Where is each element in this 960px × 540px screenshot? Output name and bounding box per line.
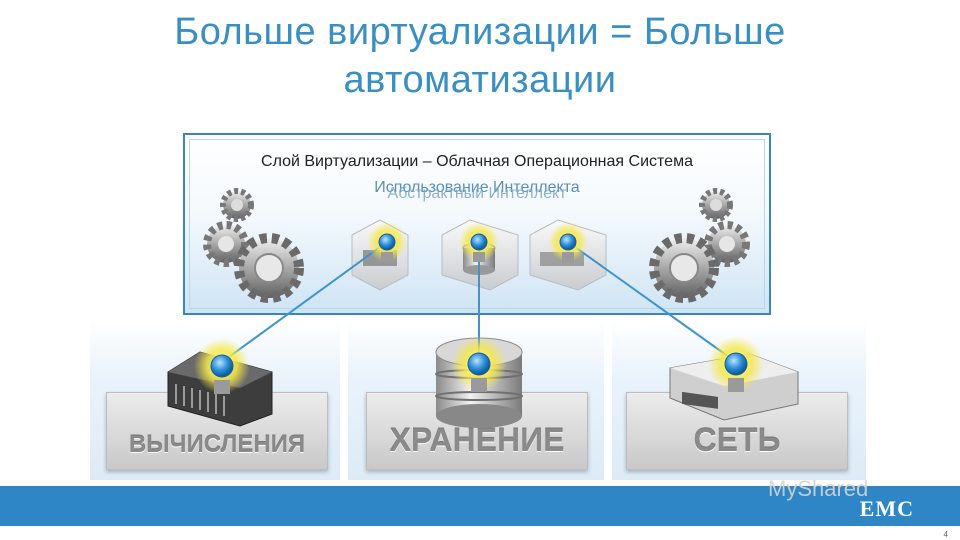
lightbulb-icon	[459, 222, 499, 262]
lightbulb-icon	[451, 336, 507, 392]
page-number: 4	[944, 530, 948, 539]
emc-logo: EMC	[860, 496, 914, 522]
lightbulb-icon	[367, 222, 407, 262]
lightbulb-icon	[708, 336, 764, 392]
gears-left-icon	[207, 191, 299, 298]
gears-right-icon	[654, 191, 746, 298]
watermark: MyShared	[768, 476, 868, 502]
lightbulb-icon	[548, 222, 588, 262]
lightbulb-icon	[194, 338, 250, 394]
